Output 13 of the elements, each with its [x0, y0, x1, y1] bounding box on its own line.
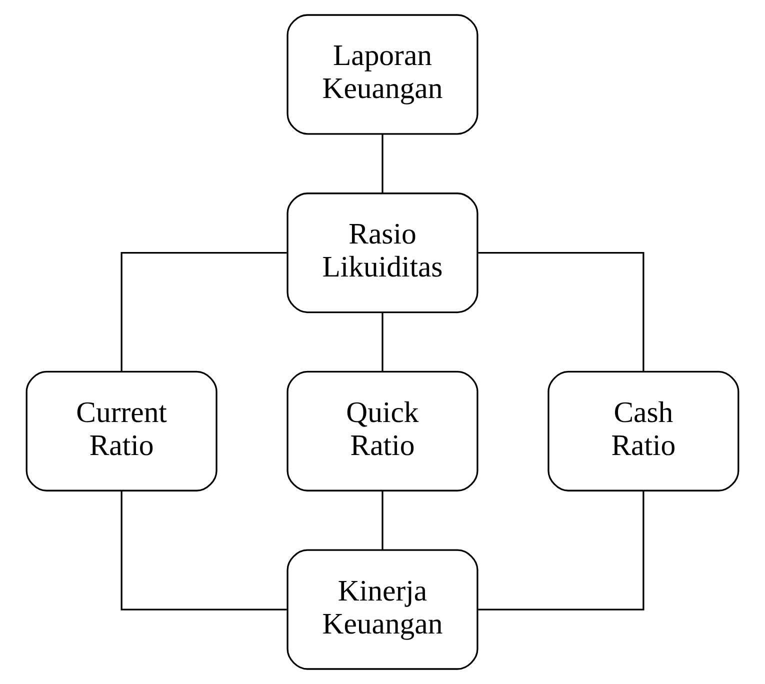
node-box: Rasio Likuiditas: [286, 192, 478, 314]
connector: [478, 491, 644, 610]
node-box: Laporan Keuangan: [286, 14, 478, 135]
node-box: Current Ratio: [26, 370, 218, 492]
connector: [478, 252, 644, 372]
node-box: Kinerja Keuangan: [286, 549, 478, 670]
node-box: Quick Ratio: [286, 370, 478, 492]
connector: [120, 252, 287, 372]
connector: [120, 491, 287, 610]
node-box: Cash Ratio: [548, 370, 740, 492]
connector: [382, 491, 384, 550]
connector: [382, 312, 384, 372]
connector: [382, 134, 384, 193]
